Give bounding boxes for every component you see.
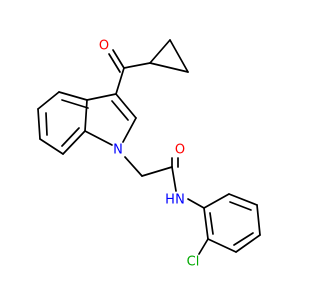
bond (141, 166, 173, 177)
bond (58, 91, 88, 101)
bond (37, 91, 60, 110)
bond (228, 193, 258, 206)
bond (122, 117, 137, 143)
amide-hydrogen-label: H (165, 193, 175, 208)
bond (45, 112, 48, 136)
bond (203, 193, 230, 209)
indole-nitrogen-label: N (113, 143, 123, 158)
bond (84, 130, 113, 146)
bond (233, 232, 254, 246)
molecule-diagram: O N O N H Cl (37, 39, 261, 270)
bond (149, 39, 171, 64)
bond (86, 93, 117, 101)
bond (198, 238, 209, 255)
chlorine-label: Cl (187, 255, 200, 270)
bond (39, 138, 64, 155)
bonds (37, 39, 261, 255)
bond (115, 67, 125, 95)
bond (171, 166, 177, 192)
bond (37, 108, 41, 140)
bond (149, 62, 189, 73)
bond (124, 156, 143, 177)
bond (235, 234, 261, 253)
bond (112, 49, 125, 69)
bond (207, 238, 237, 253)
bond (187, 198, 205, 209)
bond (256, 204, 261, 236)
amide-oxygen-label: O (175, 143, 185, 158)
bond (229, 201, 252, 211)
bond (108, 53, 121, 73)
bond (111, 100, 129, 121)
bond (123, 62, 151, 69)
bond (61, 99, 89, 109)
atom-labels: O N O N H Cl (99, 39, 199, 270)
bond (169, 39, 189, 73)
bond (62, 130, 86, 155)
bond (115, 93, 137, 119)
amide-nitrogen-label: N (175, 193, 185, 208)
bond (209, 212, 214, 235)
bond (84, 99, 88, 132)
bond (61, 127, 80, 147)
ketone-oxygen-label: O (99, 39, 109, 54)
bond (203, 207, 209, 240)
